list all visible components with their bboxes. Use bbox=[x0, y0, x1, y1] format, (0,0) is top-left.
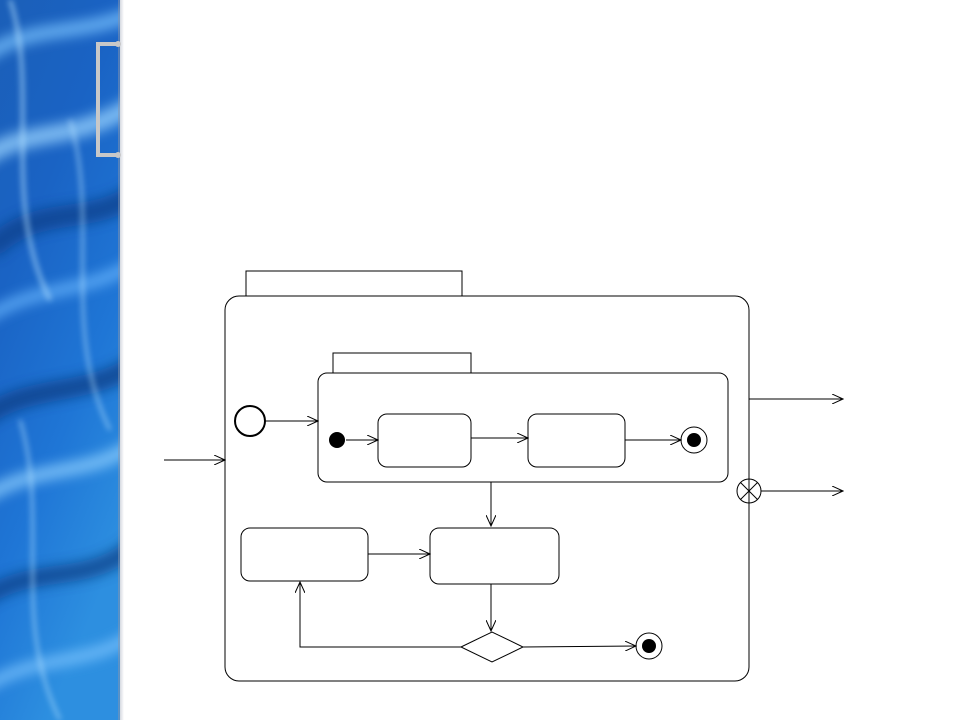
inner-activity-2 bbox=[527, 413, 626, 468]
inner-state bbox=[317, 372, 729, 483]
entry-point bbox=[234, 405, 266, 437]
outer-state bbox=[224, 295, 750, 682]
lower-activity-1 bbox=[240, 527, 369, 582]
inner-final-node-dot bbox=[687, 433, 701, 447]
lower-activity-2 bbox=[429, 527, 560, 585]
decision-loop-transition bbox=[300, 582, 461, 648]
decision-to-final-transition bbox=[522, 646, 636, 647]
decision-node bbox=[459, 631, 525, 663]
inner-state-tab bbox=[332, 352, 472, 374]
side-panel-shadow bbox=[118, 0, 124, 720]
outer-state-tab bbox=[245, 270, 463, 297]
inner-activity-1 bbox=[377, 413, 472, 468]
outer-final-node-dot bbox=[642, 639, 656, 653]
initial-node bbox=[329, 432, 345, 448]
